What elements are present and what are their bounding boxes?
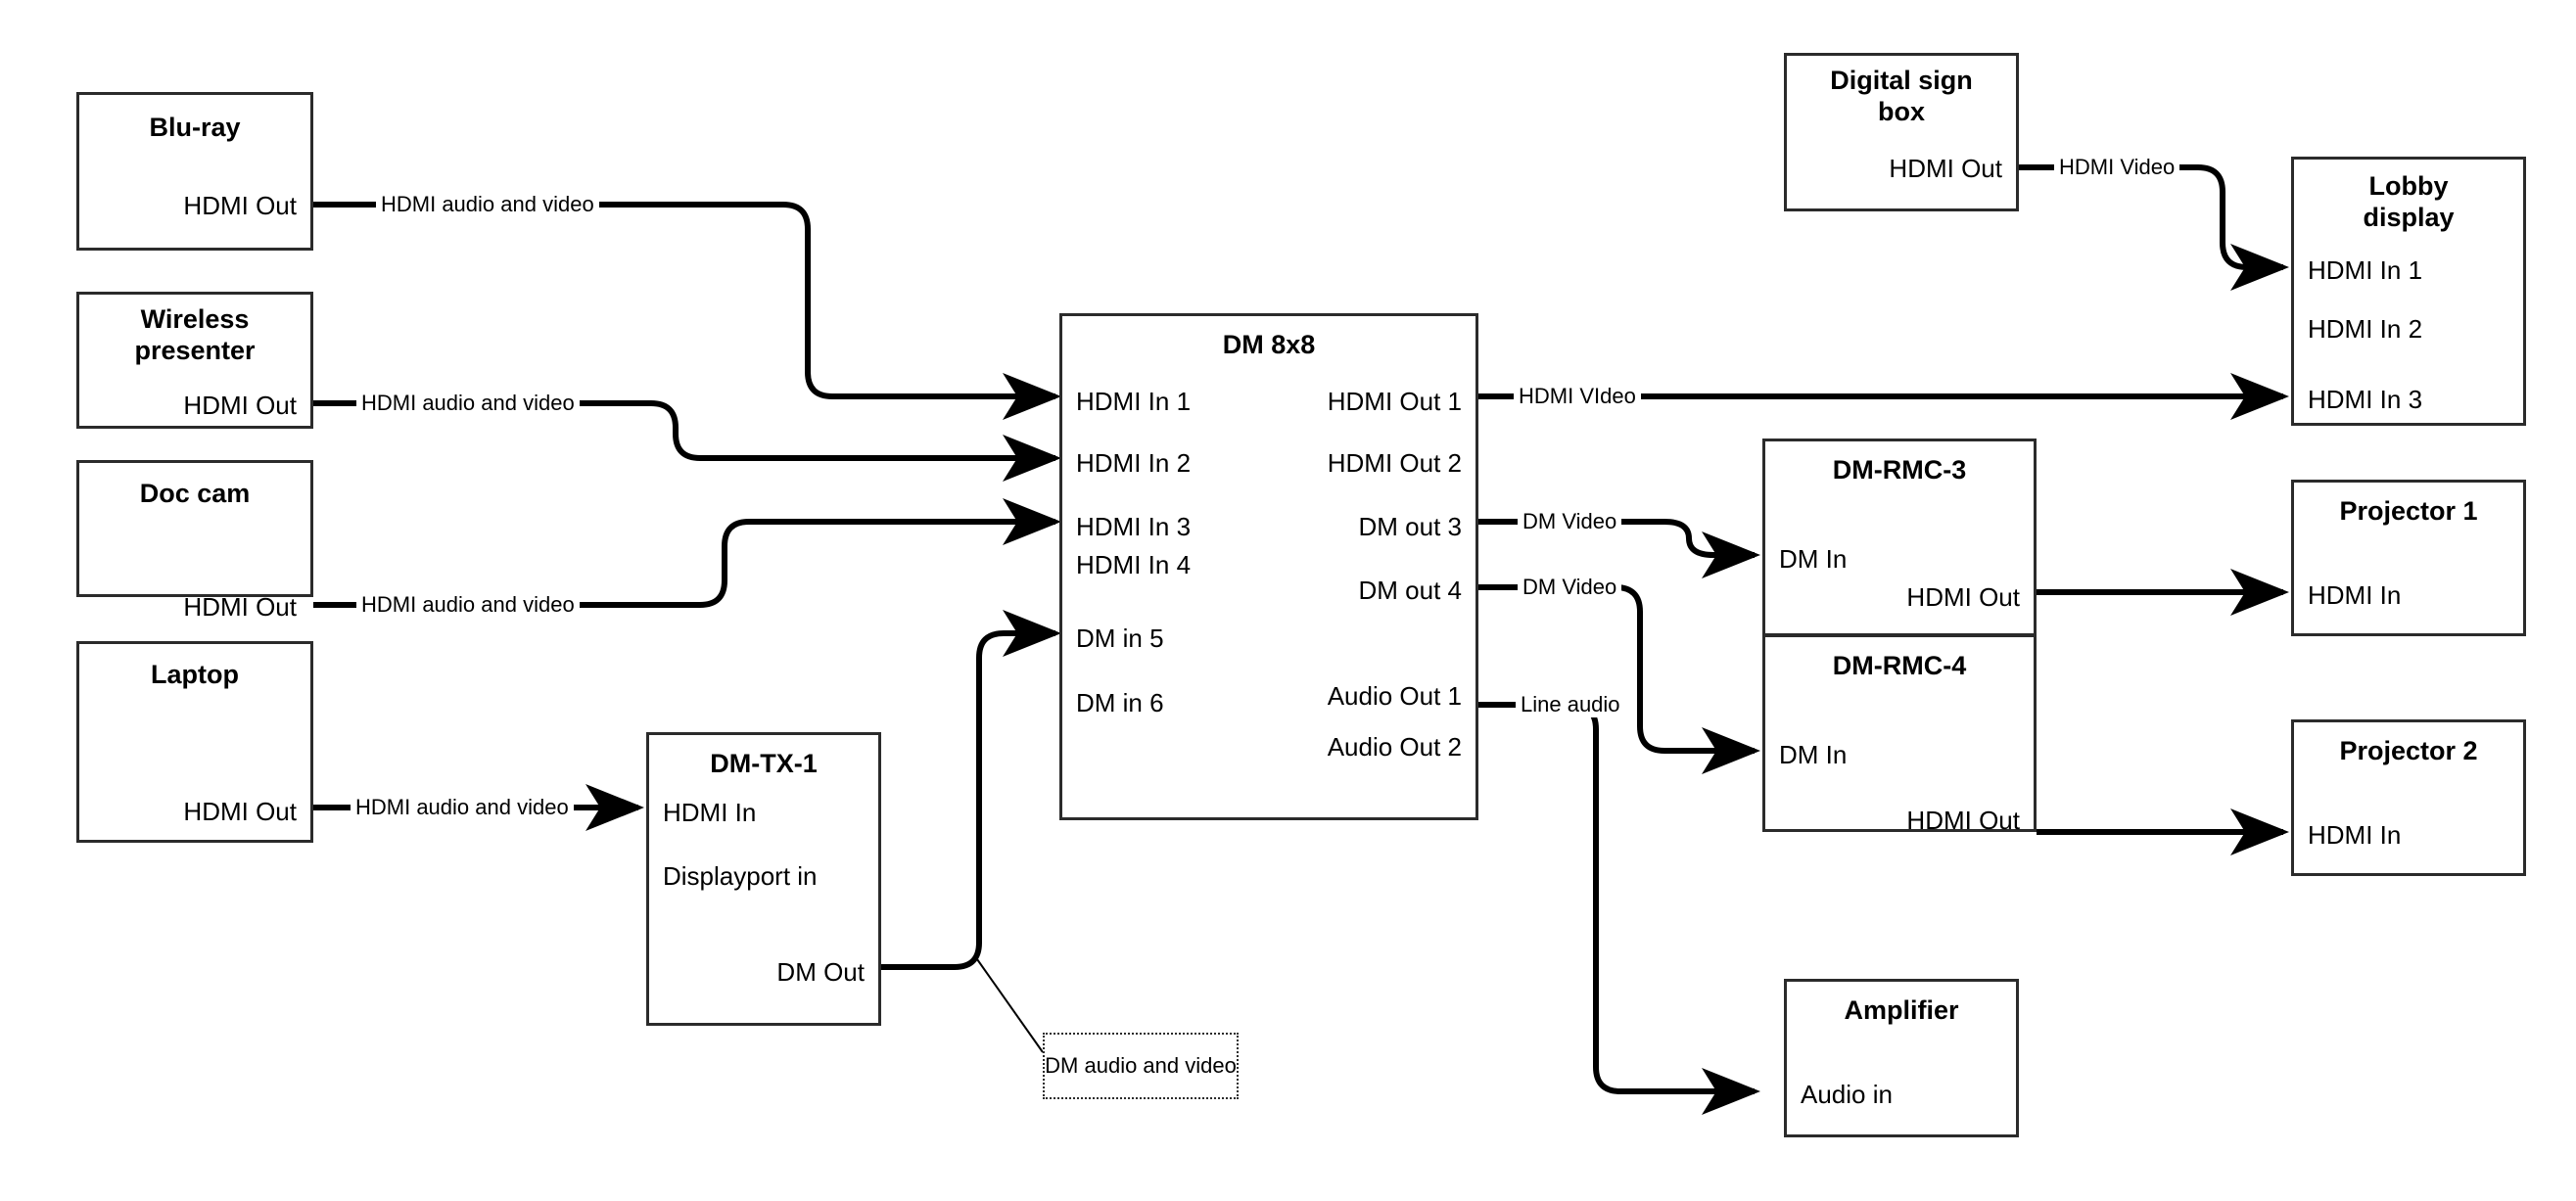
node-amplifier-title: Amplifier [1844,995,1959,1025]
node-dm-tx-1-port-dm-out[interactable]: DM Out [776,957,865,987]
node-dm-8x8-output-audio-out-1[interactable]: Audio Out 1 [1327,681,1462,711]
node-wireless-presenter[interactable]: Wireless presenter HDMI Out [76,292,313,429]
node-projector-1[interactable]: Projector 1 HDMI In [2291,480,2526,636]
node-dm-8x8-input-hdmi-in-4[interactable]: HDMI In 4 [1076,550,1192,579]
node-dm-tx-1-port-displayport-in[interactable]: Displayport in [663,861,818,891]
node-dm-8x8-output-dm-out-3[interactable]: DM out 3 [1358,512,1463,541]
node-wireless-presenter-port-hdmi-out[interactable]: HDMI Out [183,391,297,420]
node-dm-8x8-input-hdmi-in-3[interactable]: HDMI In 3 [1076,512,1192,541]
node-doc-cam[interactable]: Doc cam HDMI Out [76,460,313,622]
wire-digitalsign-to-lobby-hdmi-in1 [2019,164,2289,291]
node-bluray-title: Blu-ray [149,113,241,142]
wire-label-dm8x8-dm-out-4: DM Video [1518,575,1622,600]
node-doc-cam-port-hdmi-out[interactable]: HDMI Out [183,592,297,622]
node-dm-rmc-3-port-dm-in[interactable]: DM In [1779,544,1848,574]
wire-dm8x8-audioout1-to-amplifier [1478,702,1760,1115]
node-lobby-display-title: Lobby display [2363,171,2455,232]
wire-label-dm8x8-hdmi-out-1: HDMI VIdeo [1514,384,1641,409]
node-laptop-port-hdmi-out[interactable]: HDMI Out [183,797,297,826]
node-projector-1-title: Projector 1 [2339,496,2478,526]
node-projector-2[interactable]: Projector 2 HDMI In [2291,719,2526,876]
node-dm-rmc-4-title: DM-RMC-4 [1832,651,1967,680]
node-dm-8x8-input-dm-in-5[interactable]: DM in 5 [1076,624,1164,653]
wire-label-wireless-to-dm8x8: HDMI audio and video [356,391,580,416]
node-laptop-title: Laptop [151,660,239,689]
annotation-dm-audio-and-video: DM audio and video [1043,1033,1239,1099]
node-projector-2-port-hdmi-in[interactable]: HDMI In [2308,820,2402,850]
node-amplifier[interactable]: Amplifier Audio in [1784,979,2019,1137]
wire-dmtx1-to-dm8x8-dm-in5 [881,610,1061,970]
node-amplifier-port-audio-in[interactable]: Audio in [1801,1080,1893,1109]
node-wireless-presenter-title: Wireless presenter [134,304,256,365]
wire-label-doccam-to-dm8x8: HDMI audio and video [356,592,580,618]
node-doc-cam-title: Doc cam [139,479,251,508]
wire-bluray-to-dm8x8-hdmi-in1 [313,202,1061,420]
node-dm-tx-1-title: DM-TX-1 [710,749,818,778]
wire-label-dm8x8-dm-out-3: DM Video [1518,509,1622,534]
node-bluray-port-hdmi-out[interactable]: HDMI Out [183,191,297,220]
wire-dm8x8-dmout4-to-dmrmc4-dm-in [1478,584,1760,774]
node-projector-1-port-hdmi-in[interactable]: HDMI In [2308,580,2402,610]
node-dm-8x8-title: DM 8x8 [1222,330,1316,359]
node-lobby-display-port-hdmi-in-2[interactable]: HDMI In 2 [2308,314,2423,344]
node-digital-sign-box-title: Digital sign box [1830,66,1973,126]
node-laptop[interactable]: Laptop HDMI Out [76,641,313,843]
wire-label-bluray-to-dm8x8: HDMI audio and video [376,192,599,217]
node-dm-8x8-output-hdmi-out-1[interactable]: HDMI Out 1 [1327,387,1462,416]
node-dm-rmc-3-port-hdmi-out[interactable]: HDMI Out [1906,582,2020,612]
node-lobby-display[interactable]: Lobby display HDMI In 1 HDMI In 2 HDMI I… [2291,157,2526,426]
node-dm-rmc-4-port-hdmi-out[interactable]: HDMI Out [1906,806,2020,835]
node-dm-rmc-3[interactable]: DM-RMC-3 DM In HDMI Out [1762,439,2037,636]
node-lobby-display-port-hdmi-in-1[interactable]: HDMI In 1 [2308,255,2423,285]
node-dm-8x8-output-audio-out-2[interactable]: Audio Out 2 [1327,732,1462,762]
node-dm-tx-1[interactable]: DM-TX-1 HDMI In Displayport in DM Out [646,732,881,1026]
node-dm-tx-1-port-hdmi-in[interactable]: HDMI In [663,798,757,827]
node-projector-2-title: Projector 2 [2339,736,2478,765]
node-dm-8x8-input-dm-in-6[interactable]: DM in 6 [1076,688,1164,717]
node-dm-8x8[interactable]: DM 8x8 HDMI In 1 HDMI In 2 HDMI In 3 HDM… [1059,313,1478,820]
node-dm-8x8-input-hdmi-in-1[interactable]: HDMI In 1 [1076,387,1192,416]
node-dm-8x8-input-hdmi-in-2[interactable]: HDMI In 2 [1076,448,1192,478]
node-dm-rmc-4[interactable]: DM-RMC-4 DM In HDMI Out [1762,634,2037,835]
wire-label-laptop-to-dmtx1: HDMI audio and video [351,795,574,820]
node-dm-rmc-4-port-dm-in[interactable]: DM In [1779,740,1848,769]
node-bluray[interactable]: Blu-ray HDMI Out [76,92,313,251]
leader-line-dm-audio-video [976,958,1044,1053]
node-dm-8x8-output-hdmi-out-2[interactable]: HDMI Out 2 [1327,448,1462,478]
wire-label-dm8x8-audio-out-1: Line audio [1516,692,1625,717]
node-dm-rmc-3-title: DM-RMC-3 [1832,455,1967,485]
node-digital-sign-box[interactable]: Digital sign box HDMI Out [1784,53,2019,211]
node-dm-8x8-output-dm-out-4[interactable]: DM out 4 [1358,576,1463,605]
wire-label-digitalsign-to-lobby: HDMI Video [2054,155,2180,180]
node-digital-sign-box-port-hdmi-out[interactable]: HDMI Out [1889,154,2002,183]
node-lobby-display-port-hdmi-in-3[interactable]: HDMI In 3 [2308,385,2423,414]
